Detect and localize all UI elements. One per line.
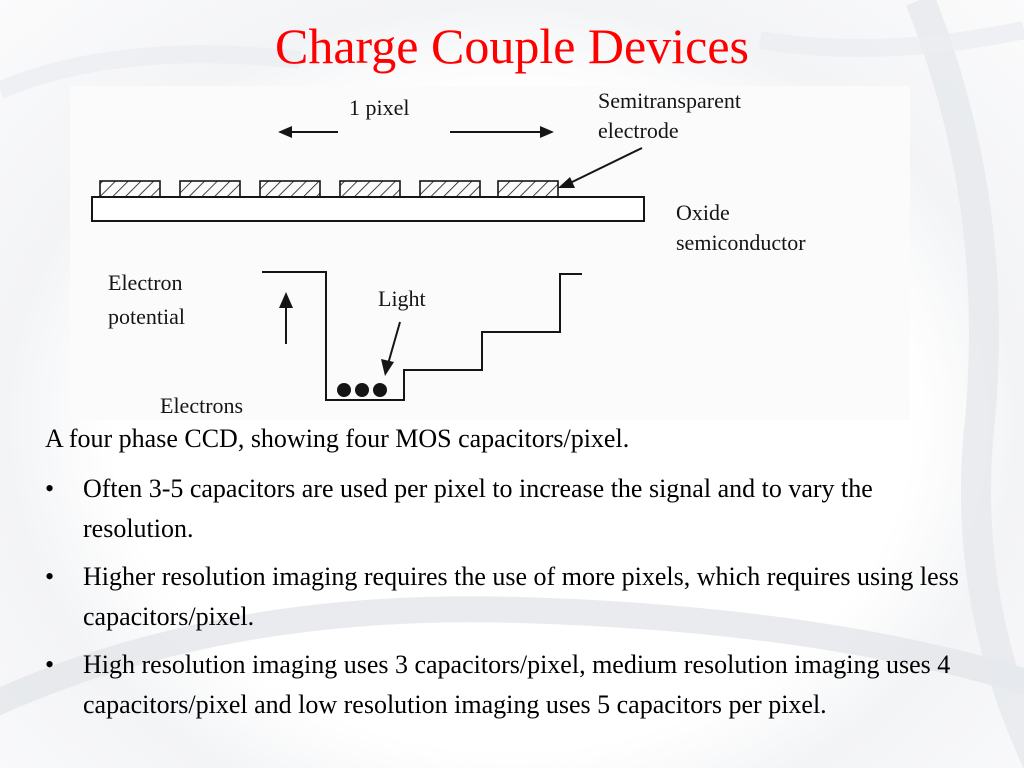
electrons-label: Electrons [160,393,243,418]
diagram-scan-background [70,86,910,420]
potential-label-line1: Electron [108,270,183,295]
bullet-item: • Higher resolution imaging requires the… [45,557,980,637]
electron-3 [373,383,387,397]
electrode-label-line1: Semitransparent [598,88,741,113]
electrode-1 [99,180,161,198]
figure-caption: A four phase CCD, showing four MOS capac… [45,424,630,453]
light-arrow [381,321,401,376]
bullet-item: • Often 3-5 capacitors are used per pixe… [45,469,980,549]
electrode-6 [497,180,559,198]
bullet-text: Higher resolution imaging requires the u… [83,562,959,631]
slide-title: Charge Couple Devices [275,18,749,74]
light-label: Light [378,286,426,311]
bullet-text: High resolution imaging uses 3 capacitor… [83,650,951,719]
ccd-diagram: 1 pixel Semitransparent electrode [70,86,910,420]
electron-2 [355,383,369,397]
pixel-label: 1 pixel [349,95,410,120]
bullet-mark: • [45,650,55,679]
electrode-2 [179,180,241,198]
bullet-mark: • [45,474,55,503]
electrode-row [99,180,559,198]
bullet-text: Often 3-5 capacitors are used per pixel … [83,474,873,543]
semiconductor-label: semiconductor [676,230,806,255]
electrode-pointer-arrow [558,147,643,188]
pixel-span-arrows [278,126,554,138]
electrode-5 [419,180,481,198]
oxide-layer [91,196,645,222]
electrode-4 [339,180,401,198]
oxide-label: Oxide [676,200,730,225]
potential-up-arrow [279,292,293,344]
bullet-item: • High resolution imaging uses 3 capacit… [45,645,980,725]
bullet-list: • Often 3-5 capacitors are used per pixe… [45,469,980,733]
electrode-label-line2: electrode [598,118,679,143]
potential-label-line2: potential [108,304,185,329]
potential-well-profile [262,271,582,401]
electron-1 [337,383,351,397]
electrode-3 [259,180,321,198]
bullet-mark: • [45,562,55,591]
electron-dots [337,383,387,397]
